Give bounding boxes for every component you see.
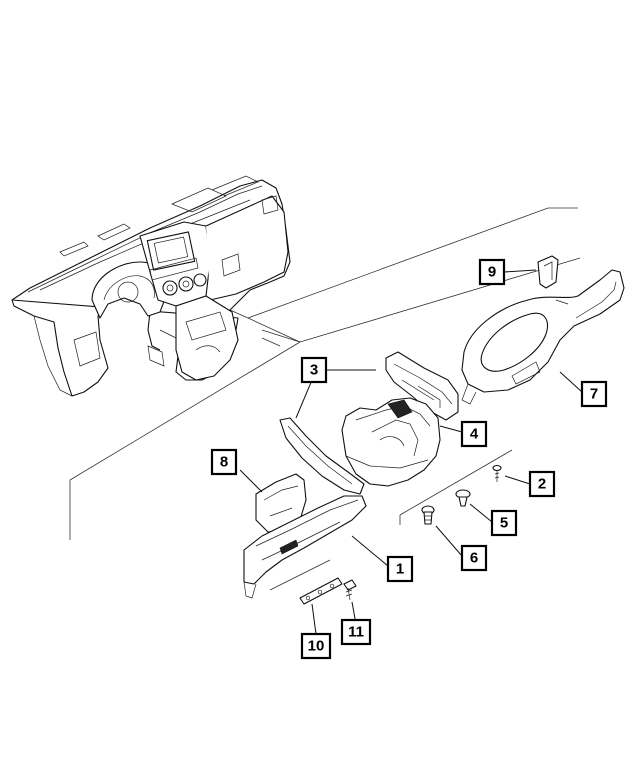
callout-8-label: 8 bbox=[220, 454, 228, 471]
instrument-panel-overview bbox=[11, 175, 291, 397]
part-2-screw bbox=[492, 464, 502, 482]
callout-10: 10 bbox=[300, 632, 332, 660]
callout-6: 6 bbox=[460, 544, 488, 572]
part-10-bracket bbox=[299, 577, 343, 605]
part-11-bolt bbox=[343, 579, 357, 601]
callout-9: 9 bbox=[478, 258, 506, 286]
part-3-upper-shroud bbox=[385, 351, 459, 421]
part-4-lower-shroud bbox=[341, 397, 441, 487]
guide-lines bbox=[69, 207, 581, 591]
part-7-cluster-bezel bbox=[461, 269, 625, 405]
part-5-push-clip bbox=[455, 489, 471, 507]
callout-2: 2 bbox=[528, 470, 556, 498]
part-8-side-filler bbox=[255, 473, 307, 533]
callout-11: 11 bbox=[340, 618, 372, 646]
callout-7-label: 7 bbox=[590, 386, 598, 403]
part-1-knee-bolster bbox=[243, 495, 367, 599]
callout-10-label: 10 bbox=[308, 638, 325, 655]
part-6-fastener bbox=[421, 505, 435, 525]
callout-2-label: 2 bbox=[538, 476, 546, 493]
callout-5-label: 5 bbox=[500, 515, 508, 532]
callout-6-label: 6 bbox=[470, 550, 478, 567]
callout-1: 1 bbox=[386, 555, 414, 583]
callout-4: 4 bbox=[460, 420, 488, 448]
callout-7: 7 bbox=[580, 380, 608, 408]
callout-5: 5 bbox=[490, 509, 518, 537]
callout-8: 8 bbox=[210, 448, 238, 476]
leader-lines bbox=[239, 269, 583, 635]
callout-9-label: 9 bbox=[488, 264, 496, 281]
callout-1-label: 1 bbox=[396, 561, 404, 578]
callout-3-label: 3 bbox=[310, 362, 318, 379]
callout-3: 3 bbox=[300, 356, 328, 384]
part-3-trim-strip bbox=[279, 417, 365, 495]
part-9-trim-clip bbox=[537, 255, 559, 289]
callout-4-label: 4 bbox=[470, 426, 479, 443]
callout-11-label: 11 bbox=[348, 624, 364, 641]
